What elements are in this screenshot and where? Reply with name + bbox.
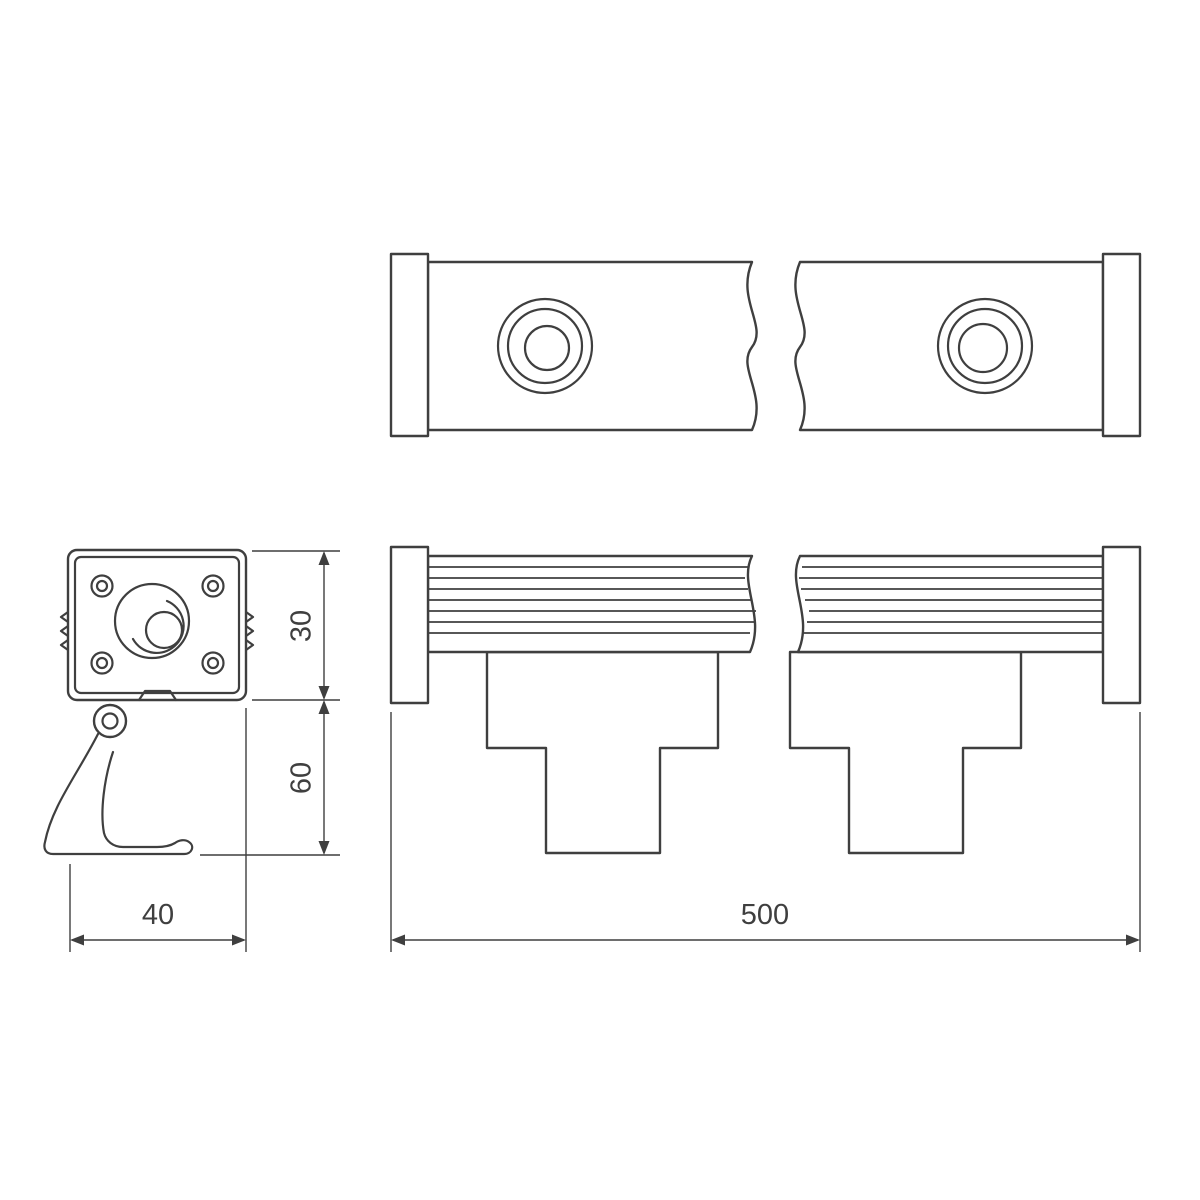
arrow-down-icon: [318, 841, 330, 855]
body-right-segment: [794, 554, 1105, 654]
dimension-bracket-height: 60: [200, 700, 340, 856]
end-cap-right: [1101, 545, 1142, 705]
section-view: [43, 548, 255, 856]
end-cap-left: [389, 545, 430, 705]
dimension-head-width: 40: [69, 708, 247, 952]
arrow-left-icon: [391, 934, 405, 946]
arrow-down-icon: [318, 686, 330, 700]
arrow-right-icon: [232, 934, 246, 946]
end-cap-right: [1101, 252, 1142, 438]
arrow-left-icon: [70, 934, 84, 946]
arrow-up-icon: [318, 551, 330, 565]
bracket-arm: [43, 732, 194, 856]
dimension-label: 40: [142, 899, 174, 931]
lens-left: [496, 297, 594, 395]
dimension-label: 60: [286, 762, 318, 794]
mounting-bracket-left: [485, 650, 720, 855]
screw-bottom-left: [90, 651, 114, 675]
screw-bottom-right: [201, 651, 225, 675]
mounting-bracket-right: [788, 650, 1023, 855]
head-outline: [66, 548, 248, 702]
side-notches-right-icon: [244, 610, 255, 652]
body-left-segment: [426, 554, 757, 654]
bottom-notch: [137, 689, 178, 702]
heatsink-fins: [428, 566, 1103, 634]
lens-inner: [144, 610, 184, 650]
side-view: [389, 545, 1142, 855]
arrow-right-icon: [1126, 934, 1140, 946]
screw-top-left: [90, 574, 114, 598]
body-right-segment: [794, 260, 1105, 432]
dimension-label: 500: [741, 899, 789, 931]
screw-top-right: [201, 574, 225, 598]
bracket-pivot: [92, 703, 128, 739]
dimension-head-height: 30: [252, 550, 340, 701]
dimension-fixture-length: 500: [390, 712, 1141, 952]
lens-outer: [113, 582, 191, 660]
end-cap-left: [389, 252, 430, 438]
top-view: [389, 252, 1142, 438]
side-notches-left-icon: [59, 610, 70, 652]
head-inner-outline: [73, 555, 241, 695]
lens-right: [936, 297, 1034, 395]
arrow-up-icon: [318, 700, 330, 714]
dimension-label: 30: [286, 610, 318, 642]
